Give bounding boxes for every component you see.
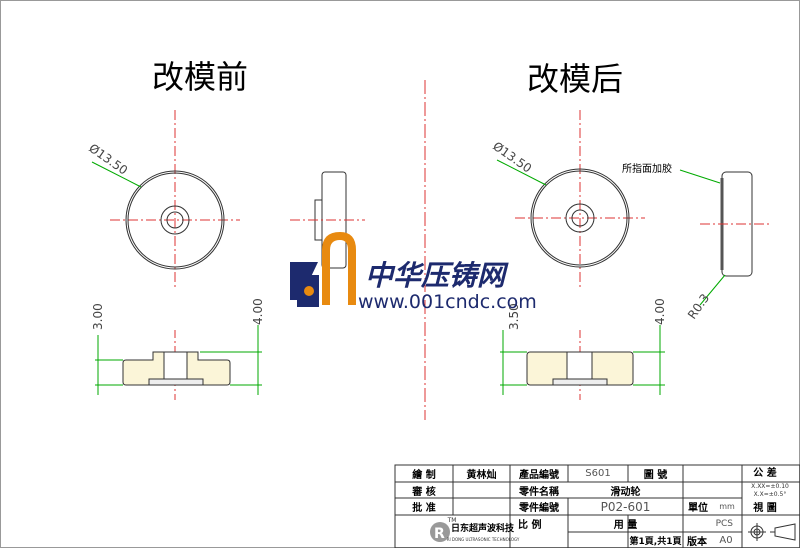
dia-label-left: Ø13.50 — [86, 141, 130, 178]
glue-leader — [679, 169, 721, 184]
part-no: P02-601 — [600, 499, 651, 514]
front-view-before — [110, 110, 240, 290]
title-block: 繪 制 黄林灿 產品編號 S601 圖 號 公 差 X.XX=±0.10 X.X… — [395, 465, 800, 548]
drawn-by: 黄林灿 — [466, 470, 497, 481]
glue-note: 所指面加胶 — [622, 162, 672, 175]
watermark-logo: 中华压铸网 www.001cndc.com — [290, 232, 537, 313]
product-no: S601 — [585, 468, 611, 479]
dia-label-right: Ø13.50 — [490, 139, 534, 176]
company-en: RI DONG ULTRASONIC TECHNOLOGY — [446, 536, 520, 542]
title-before: 改模前 — [152, 58, 248, 96]
height-label-right-2: 4.00 — [653, 298, 667, 325]
radius-leader — [699, 274, 726, 306]
part-name: 滑动轮 — [610, 486, 641, 498]
part-no-label: 零件編號 — [519, 503, 559, 514]
page-info: 第1頁,共1頁 — [629, 536, 682, 547]
product-no-label: 產品編號 — [519, 470, 559, 481]
tolerance-label: 公 差 — [753, 467, 777, 479]
company-logo-icon: R — [430, 522, 450, 542]
side-view-after — [700, 171, 770, 277]
dia-leader-left — [91, 161, 142, 188]
view-label: 視 圖 — [753, 503, 777, 514]
svg-text:R: R — [434, 526, 445, 542]
watermark-url: www.001cndc.com — [358, 291, 537, 313]
tolerance-1: X.XX=±0.10 — [751, 482, 789, 490]
qty-unit: PCS — [715, 518, 733, 529]
company-cn: 日东超声波科技 — [451, 523, 515, 534]
section-view-after: 3.50 4.00 — [500, 298, 667, 400]
title-block-grid — [394, 464, 800, 548]
side-view-before — [290, 171, 365, 269]
unit-label: 單位 — [688, 503, 708, 514]
approve-label: 批 准 — [412, 503, 436, 514]
front-view-after — [515, 110, 645, 290]
unit: mm — [719, 502, 735, 511]
section-view-before: 3.00 4.00 — [91, 298, 265, 400]
version-label: 版本 — [687, 536, 707, 548]
drawing-no-label: 圖 號 — [643, 470, 668, 481]
dia-leader-right — [496, 159, 547, 186]
scale-label: 比 例 — [518, 520, 542, 531]
title-after: 改模后 — [527, 60, 623, 98]
drawn-label: 繪 制 — [412, 470, 436, 481]
review-label: 審 核 — [412, 486, 436, 498]
height-label-left-1: 3.00 — [91, 303, 105, 330]
watermark-name: 中华压铸网 — [365, 259, 509, 292]
height-label-right-1: 3.50 — [507, 303, 521, 330]
trademark: TM — [447, 516, 457, 524]
qty-label: 用 量 — [613, 520, 638, 531]
tolerance-2: X.X=±0.5° — [753, 490, 787, 498]
height-label-left-2: 4.00 — [251, 298, 265, 325]
version: A0 — [719, 534, 733, 546]
view-symbol-icon — [748, 523, 796, 541]
part-name-label: 零件名稱 — [519, 486, 559, 498]
